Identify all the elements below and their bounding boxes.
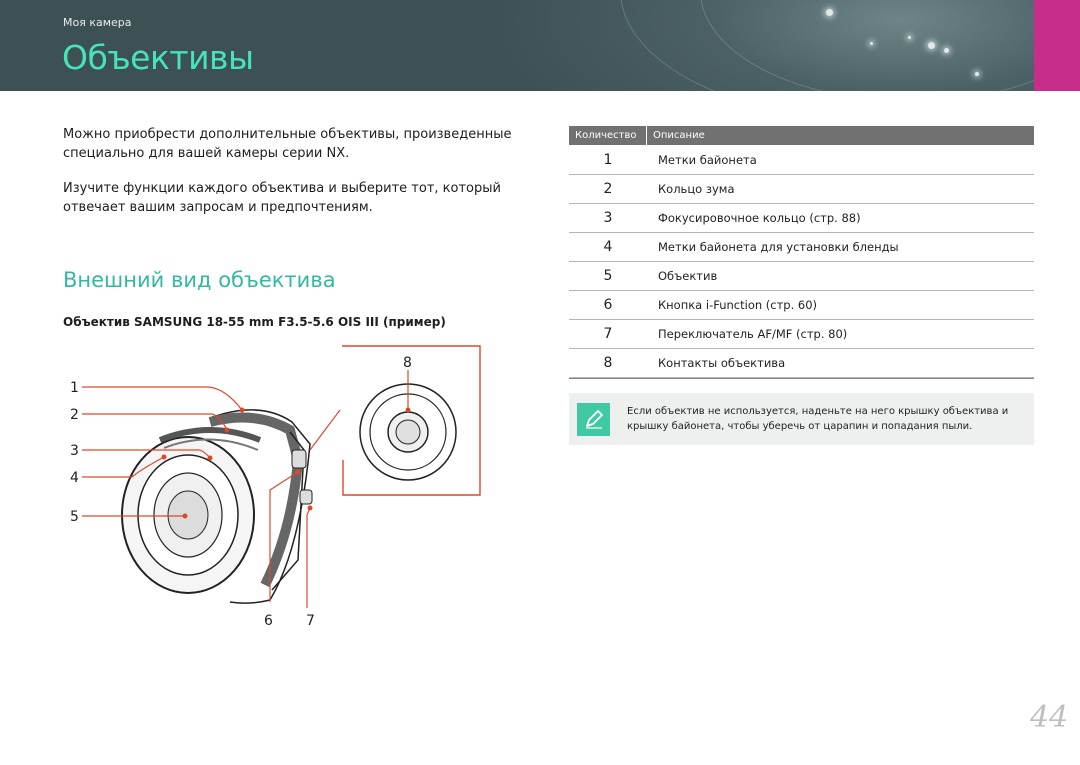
table-row: 7 Переключатель AF/MF (стр. 80) <box>569 320 1034 349</box>
sparkle-decoration <box>928 42 935 49</box>
column-header-description: Описание <box>653 130 705 141</box>
intro-paragraph-1: Можно приобрести дополнительные объектив… <box>63 127 512 161</box>
table-row: 4 Метки байонета для установки бленды <box>569 233 1034 262</box>
table-row: 8 Контакты объектива <box>569 349 1034 378</box>
callout-6: 6 <box>264 613 273 629</box>
parts-table: Количество Описание 1 Метки байонета 2 Кол… <box>569 126 1034 379</box>
callout-2: 2 <box>70 407 79 423</box>
lens-front-illustration <box>121 409 313 604</box>
page-number: 44 <box>1030 700 1069 735</box>
row-description: Метки байонета для установки бленды <box>658 240 899 254</box>
note-box: Если объектив не используется, наденьте … <box>569 393 1034 445</box>
row-number: 6 <box>603 297 613 313</box>
lens-diagram: 1 2 3 4 5 6 7 8 <box>70 345 481 629</box>
table-bottom-rule <box>569 378 1034 379</box>
chapter-tab[interactable] <box>1034 0 1080 91</box>
row-description: Кольцо зума <box>658 182 735 196</box>
callout-1: 1 <box>70 380 79 396</box>
callout-8: 8 <box>403 355 412 371</box>
sparkle-decoration <box>870 42 873 45</box>
row-number: 2 <box>603 181 613 197</box>
callout-3: 3 <box>70 443 79 459</box>
table-row: 3 Фокусировочное кольцо (стр. 88) <box>569 204 1034 233</box>
page-header: Моя камера Объективы <box>0 0 1080 91</box>
column-header-count: Количество <box>569 126 647 145</box>
table-row: 6 Кнопка i-Function (стр. 60) <box>569 291 1034 320</box>
section-title: Внешний вид объектива <box>63 268 336 292</box>
row-number: 4 <box>603 239 613 255</box>
row-description[interactable]: Фокусировочное кольцо (стр. 88) <box>658 211 861 225</box>
breadcrumb[interactable]: Моя камера <box>63 16 132 29</box>
callout-7: 7 <box>306 613 315 629</box>
row-number: 7 <box>603 326 613 342</box>
row-number: 5 <box>603 268 613 284</box>
pencil-icon <box>577 402 610 436</box>
table-row: 2 Кольцо зума <box>569 175 1034 204</box>
sparkle-decoration <box>908 36 911 39</box>
callout-5: 5 <box>70 509 79 525</box>
table-row: 5 Объектив <box>569 262 1034 291</box>
sparkle-decoration <box>826 9 833 16</box>
row-description: Объектив <box>658 269 718 283</box>
row-number: 8 <box>603 355 613 371</box>
sparkle-decoration <box>975 72 979 76</box>
row-description[interactable]: Переключатель AF/MF (стр. 80) <box>658 327 848 341</box>
table-header: Количество Описание <box>569 126 1034 146</box>
row-description[interactable]: Кнопка i-Function (стр. 60) <box>658 298 818 312</box>
note-text: Если объектив не используется, наденьте … <box>627 406 1009 432</box>
row-description: Метки байонета <box>658 153 757 167</box>
page-title: Объективы <box>62 38 254 77</box>
sparkle-decoration <box>944 48 949 53</box>
row-description: Контакты объектива <box>658 356 786 370</box>
intro-paragraph-2: Изучите функции каждого объектива и выбе… <box>63 181 501 215</box>
table-row: 1 Метки байонета <box>569 146 1034 175</box>
row-number: 3 <box>603 210 613 226</box>
lens-caption: Объектив SAMSUNG 18-55 mm F3.5-5.6 OIS I… <box>63 315 446 329</box>
callout-4: 4 <box>70 470 79 486</box>
row-number: 1 <box>603 152 613 168</box>
